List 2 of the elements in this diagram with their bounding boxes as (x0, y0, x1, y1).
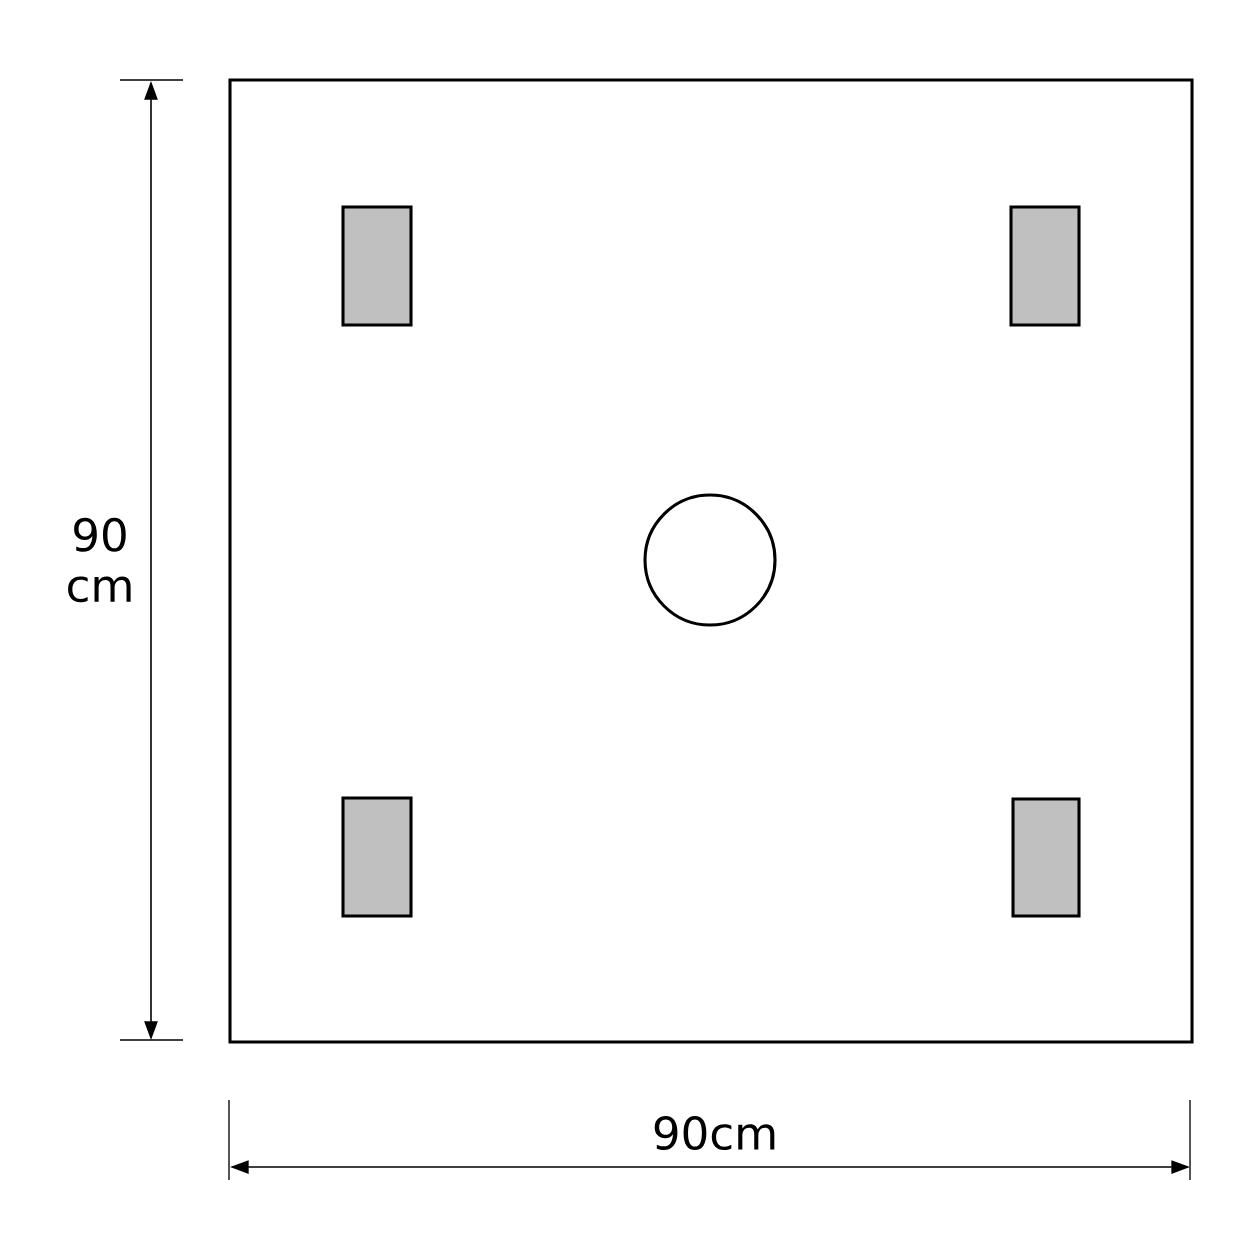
dimension-label: 90cm (654, 1115, 775, 1151)
dimension-label: 90 cm (68, 517, 131, 603)
